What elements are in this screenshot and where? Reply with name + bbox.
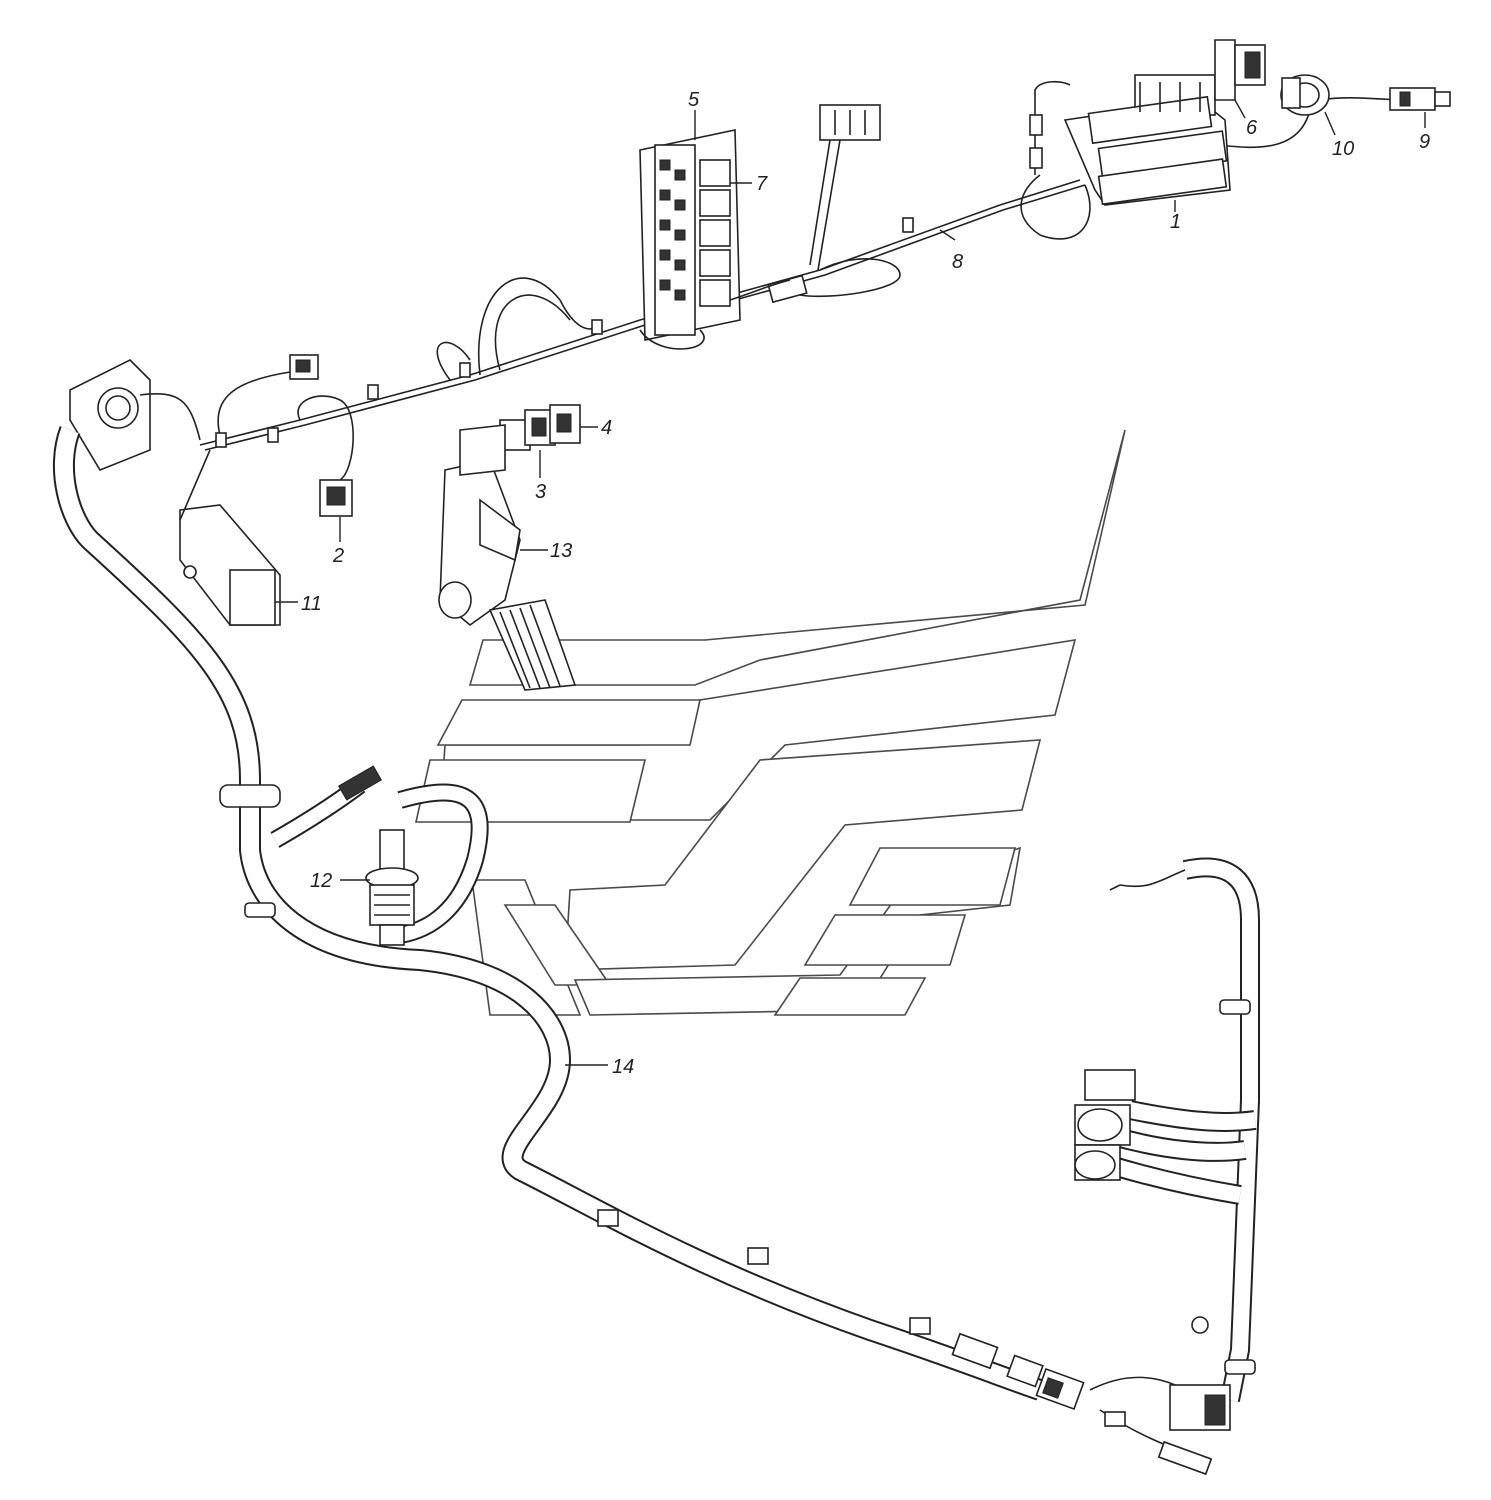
callout-12: 12 (310, 870, 332, 892)
central-electrical-block (1029, 74, 1231, 206)
callout-6: 6 (1246, 117, 1258, 139)
callout-4: 4 (601, 417, 612, 439)
callout-2: 2 (332, 545, 344, 567)
control-unit (179, 449, 281, 626)
main-wire-harness (199, 80, 1406, 481)
callout-8: 8 (952, 251, 963, 273)
callout-leaders (275, 99, 1426, 1066)
relay-stack (699, 159, 731, 307)
callout-7: 7 (756, 173, 768, 195)
inline-connector (729, 274, 808, 304)
callout-14: 14 (612, 1056, 634, 1078)
callout-11: 11 (301, 593, 322, 615)
callout-10: 10 (1332, 138, 1354, 160)
plug-connector (1389, 87, 1451, 111)
round-socket (1280, 74, 1330, 116)
accelerator-pedal (438, 424, 577, 691)
mounting-bracket (1214, 39, 1266, 101)
right-harness-branch (1074, 857, 1260, 1476)
callout-9: 9 (1419, 131, 1430, 153)
callout-13: 13 (550, 540, 572, 562)
pedal-switch-group (499, 404, 581, 451)
callout-1: 1 (1170, 211, 1181, 233)
callout-labels: 1 2 3 4 5 6 7 8 9 10 11 12 13 14 (301, 89, 1430, 1078)
switch-module (319, 479, 353, 517)
callout-3: 3 (535, 481, 546, 503)
auxiliary-relay-block (819, 104, 881, 141)
sensor-connector (337, 765, 419, 946)
manufacturer-logo-watermark (414, 429, 1126, 1016)
callout-5: 5 (688, 89, 700, 111)
lower-wire-harness (52, 426, 1085, 1411)
diagnostic-socket (69, 359, 201, 471)
small-connector (289, 354, 319, 380)
